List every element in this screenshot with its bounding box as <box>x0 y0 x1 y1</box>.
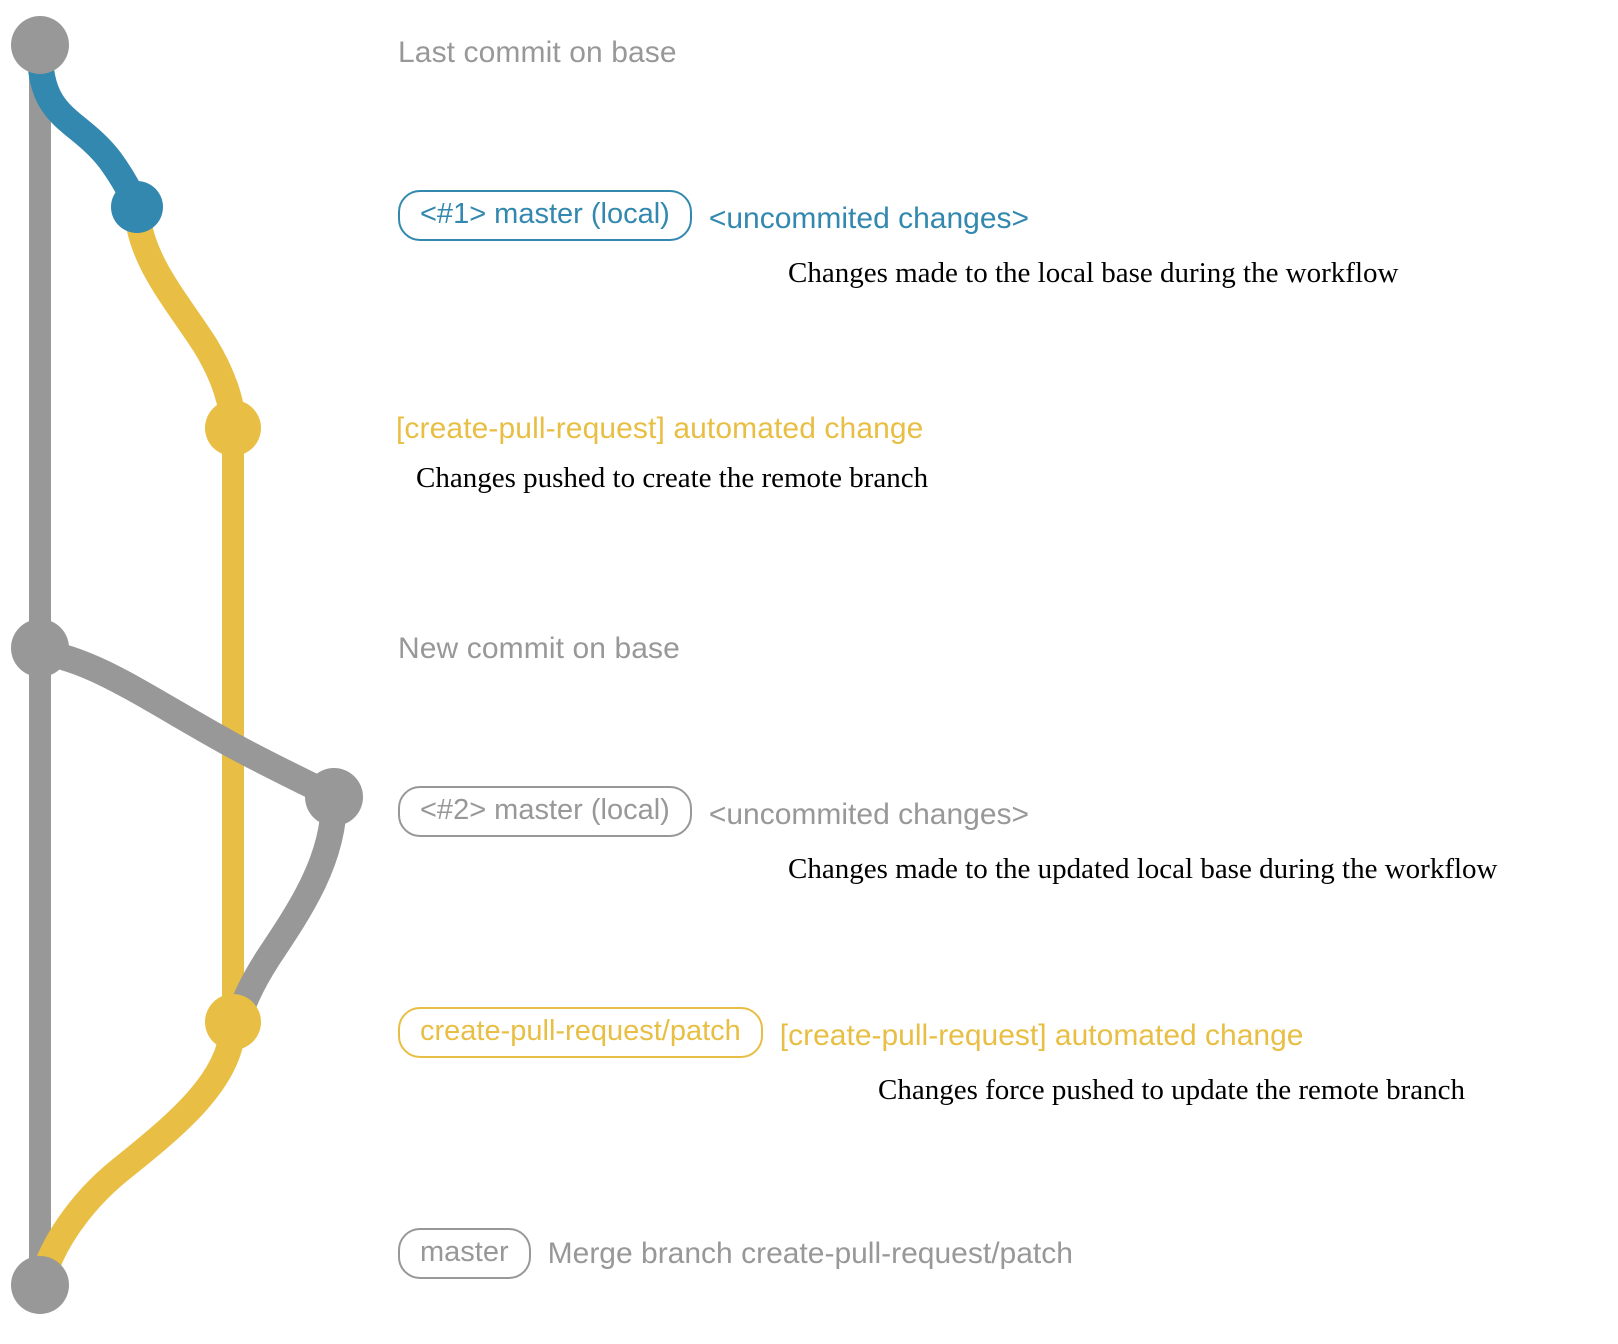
commit-description-automated-change-1: Changes pushed to create the remote bran… <box>416 462 929 494</box>
row-master-local-1: <#1> master (local)<uncommited changes> … <box>398 190 1398 288</box>
commit-node-master-local-1[interactable] <box>111 181 163 233</box>
ref-badge-master[interactable]: master <box>398 1228 531 1279</box>
ref-badge-master-local-1[interactable]: <#1> master (local) <box>398 190 692 241</box>
commit-subject-merge: Merge branch create-pull-request/patch <box>547 1236 1073 1270</box>
edge-local-1-to-patch-1 <box>124 197 246 441</box>
commit-subject-last-commit-on-base: Last commit on base <box>398 36 677 69</box>
edge-base-to-local-1 <box>27 39 150 220</box>
row-automated-change-2: create-pull-request/patch [create-pull-re… <box>398 1007 1465 1105</box>
commit-subject-master-local-1: <uncommited changes> <box>708 201 1030 235</box>
edge-base-to-local-2 <box>27 639 347 810</box>
commit-description-master-local-1: Changes made to the local base during th… <box>788 257 1399 289</box>
row-automated-change-1: [create-pull-request] automated change C… <box>396 414 928 493</box>
commit-node-automated-change-1[interactable] <box>205 400 261 456</box>
commit-subject-new-commit-on-base: New commit on base <box>398 632 680 665</box>
commit-subject-automated-change-1: [create-pull-request] automated change <box>396 412 924 445</box>
commit-subject-master-local-2: <uncommited changes> <box>708 797 1030 831</box>
ref-badge-create-pull-request-patch[interactable]: create-pull-request/patch <box>398 1007 763 1058</box>
edge-local-2-to-patch-2 <box>225 787 347 1035</box>
row-master-local-2: <#2> master (local)<uncommited changes> … <box>398 786 1498 884</box>
commit-node-automated-change-2[interactable] <box>205 994 261 1050</box>
commit-node-new-commit-on-base[interactable] <box>11 619 69 677</box>
edge-patch-2-to-merge <box>29 1013 246 1295</box>
commit-node-master-local-2[interactable] <box>305 768 363 826</box>
row-new-commit-on-base: New commit on base <box>398 634 680 664</box>
commit-subject-automated-change-2: [create-pull-request] automated change <box>779 1018 1304 1052</box>
commit-node-last-commit-on-base[interactable] <box>11 16 69 74</box>
ref-badge-master-local-2[interactable]: <#2> master (local) <box>398 786 692 837</box>
commit-node-merge[interactable] <box>11 1256 69 1314</box>
commit-description-master-local-2: Changes made to the updated local base d… <box>788 853 1498 885</box>
row-merge-commit: master Merge branch create-pull-request/… <box>398 1228 1073 1279</box>
commit-description-automated-change-2: Changes force pushed to update the remot… <box>878 1074 1466 1106</box>
row-last-commit-on-base: Last commit on base <box>398 38 677 68</box>
